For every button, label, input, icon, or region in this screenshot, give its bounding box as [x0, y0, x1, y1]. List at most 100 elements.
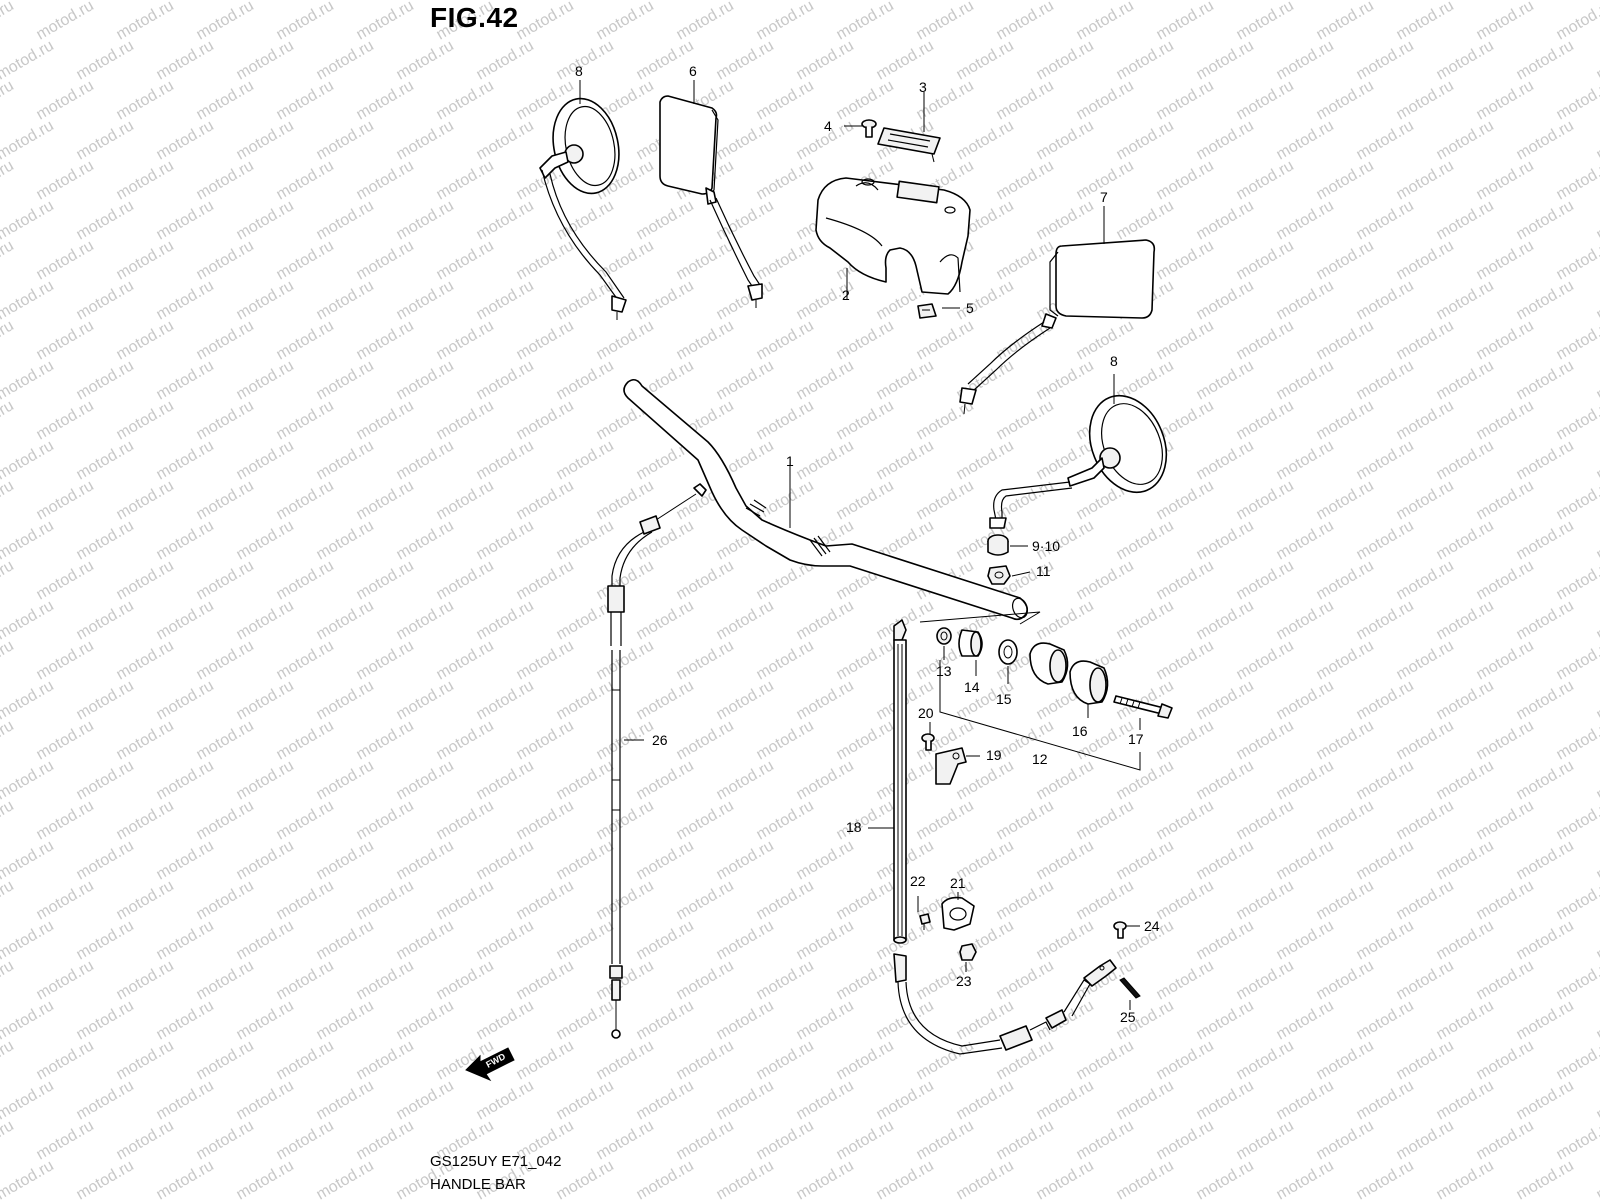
watermark-text: motod.ru	[0, 477, 17, 523]
watermark-text: motod.ru	[114, 157, 177, 203]
watermark-text: motod.ru	[834, 317, 897, 363]
callout-15: 15	[996, 691, 1012, 707]
watermark-text: motod.ru	[274, 957, 337, 1003]
watermark-text: motod.ru	[1354, 357, 1417, 403]
watermark-text: motod.ru	[0, 1197, 17, 1200]
watermark-text: motod.ru	[714, 37, 777, 83]
watermark-text: motod.ru	[754, 0, 817, 43]
lower-cable	[893, 953, 1117, 1055]
watermark-text: motod.ru	[394, 357, 457, 403]
bracket-19	[935, 747, 967, 785]
watermark-text: motod.ru	[1114, 597, 1177, 643]
callout-25: 25	[1120, 1009, 1136, 1025]
watermark-text: motod.ru	[314, 837, 377, 883]
watermark-text: motod.ru	[1394, 397, 1457, 443]
watermark-text: motod.ru	[474, 197, 537, 243]
watermark-text: motod.ru	[594, 237, 657, 283]
watermark-text: motod.ru	[0, 837, 57, 883]
watermark-text: motod.ru	[474, 917, 537, 963]
watermark-text: motod.ru	[954, 117, 1017, 163]
callout-8-right: 8	[1110, 353, 1118, 369]
watermark-text: motod.ru	[994, 957, 1057, 1003]
watermark-text: motod.ru	[1034, 1077, 1097, 1123]
watermark-text: motod.ru	[1234, 637, 1297, 683]
figure-name: HANDLE BAR	[430, 1176, 526, 1193]
watermark-text: motod.ru	[634, 677, 697, 723]
watermark-text: motod.ru	[0, 277, 57, 323]
watermark-text: motod.ru	[1434, 357, 1497, 403]
watermark-text: motod.ru	[714, 597, 777, 643]
watermark-text: motod.ru	[1594, 997, 1600, 1043]
watermark-text: motod.ru	[354, 1037, 417, 1083]
watermark-text: motod.ru	[954, 1157, 1017, 1200]
watermark-text: motod.ru	[1474, 157, 1537, 203]
watermark-text: motod.ru	[0, 717, 17, 763]
watermark-text: motod.ru	[1274, 117, 1337, 163]
watermark-text: motod.ru	[1554, 957, 1600, 1003]
watermark-text: motod.ru	[1314, 717, 1377, 763]
watermark-text: motod.ru	[394, 837, 457, 883]
watermark-text: motod.ru	[1434, 1157, 1497, 1200]
watermark-text: motod.ru	[354, 77, 417, 123]
watermark-text: motod.ru	[1434, 117, 1497, 163]
callout-4: 4	[824, 118, 832, 134]
watermark-text: motod.ru	[1314, 77, 1377, 123]
watermark-text: motod.ru	[0, 0, 17, 43]
watermark-text: motod.ru	[754, 877, 817, 923]
watermark-text: motod.ru	[1274, 357, 1337, 403]
watermark-text: motod.ru	[1154, 237, 1217, 283]
watermark-text: motod.ru	[434, 637, 497, 683]
watermark-text: motod.ru	[0, 1117, 17, 1163]
watermark-text: motod.ru	[994, 77, 1057, 123]
watermark-text: motod.ru	[1554, 0, 1600, 43]
watermark-text: motod.ru	[514, 317, 577, 363]
watermark-text: motod.ru	[714, 277, 777, 323]
watermark-text: motod.ru	[954, 1077, 1017, 1123]
watermark-text: motod.ru	[474, 357, 537, 403]
watermark-text: motod.ru	[1074, 797, 1137, 843]
watermark-text: motod.ru	[1434, 677, 1497, 723]
watermark-text: motod.ru	[834, 877, 897, 923]
watermark-text: motod.ru	[674, 877, 737, 923]
screw-20	[921, 733, 935, 751]
watermark-text: motod.ru	[434, 557, 497, 603]
watermark-text: motod.ru	[1554, 1037, 1600, 1083]
watermark-text: motod.ru	[1194, 277, 1257, 323]
watermark-text: motod.ru	[274, 1037, 337, 1083]
callout-21: 21	[950, 875, 966, 891]
watermark-text: motod.ru	[714, 1077, 777, 1123]
watermark-text: motod.ru	[1274, 37, 1337, 83]
watermark-text: motod.ru	[1114, 117, 1177, 163]
watermark-text: motod.ru	[1274, 677, 1337, 723]
watermark-text: motod.ru	[954, 277, 1017, 323]
callout-18: 18	[846, 819, 862, 835]
throttle-grip-pipe	[893, 619, 907, 944]
watermark-text: motod.ru	[194, 717, 257, 763]
watermark-text: motod.ru	[1314, 1117, 1377, 1163]
watermark-text: motod.ru	[1314, 477, 1377, 523]
watermark-text: motod.ru	[354, 637, 417, 683]
watermark-text: motod.ru	[234, 757, 297, 803]
watermark-text: motod.ru	[1234, 157, 1297, 203]
watermark-text: motod.ru	[1394, 797, 1457, 843]
watermark-text: motod.ru	[34, 477, 97, 523]
watermark-text: motod.ru	[1034, 837, 1097, 883]
watermark-text: motod.ru	[754, 237, 817, 283]
watermark-text: motod.ru	[954, 437, 1017, 483]
watermark-text: motod.ru	[554, 357, 617, 403]
watermark-text: motod.ru	[674, 317, 737, 363]
watermark-text: motod.ru	[834, 957, 897, 1003]
watermark-text: motod.ru	[1154, 317, 1217, 363]
watermark-text: motod.ru	[1154, 557, 1217, 603]
watermark-text: motod.ru	[74, 917, 137, 963]
watermark-text: motod.ru	[1354, 517, 1417, 563]
watermark-text: motod.ru	[914, 477, 977, 523]
watermark-text: motod.ru	[1274, 837, 1337, 883]
watermark-text: motod.ru	[34, 557, 97, 603]
watermark-text: motod.ru	[434, 717, 497, 763]
watermark-text: motod.ru	[1474, 957, 1537, 1003]
watermark-text: motod.ru	[1394, 637, 1457, 683]
watermark-text: motod.ru	[1354, 917, 1417, 963]
watermark-text: motod.ru	[114, 637, 177, 683]
watermark-text: motod.ru	[714, 837, 777, 883]
